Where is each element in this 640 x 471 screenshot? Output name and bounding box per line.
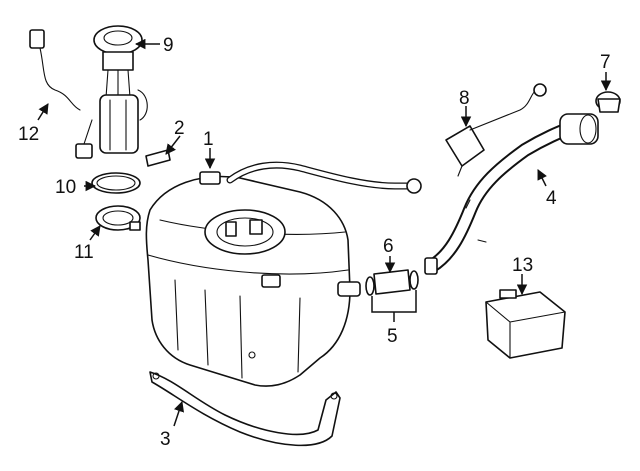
vent-hose [226,161,422,194]
tank-strap [149,371,341,447]
vent-valve [445,83,547,177]
callout-12: 12 [18,124,39,145]
fuel-level-sender [145,149,171,167]
callout-2: 2 [174,118,185,139]
callout-4: 4 [546,188,557,209]
fuel-tank [145,171,361,387]
callout-6: 6 [383,236,394,257]
leader-lines [37,38,612,427]
callout-labels: 1 2 3 4 5 6 7 8 9 10 11 12 13 [18,35,611,450]
wiring-harness [29,29,93,159]
seal-ring [91,172,141,194]
callout-7: 7 [600,52,611,73]
filler-neck [424,113,599,275]
callout-13: 13 [512,255,533,276]
callout-8: 8 [459,88,470,109]
callout-1: 1 [203,129,214,150]
fuel-cap [595,91,621,113]
lock-ring [95,205,141,231]
callout-3: 3 [160,429,171,450]
connector-hose [365,269,419,296]
callout-9: 9 [163,35,174,56]
callout-5: 5 [387,326,398,347]
callout-10: 10 [55,177,76,198]
fuel-pump-module [93,25,148,154]
evap-canister [485,289,566,359]
callout-11: 11 [74,242,94,263]
